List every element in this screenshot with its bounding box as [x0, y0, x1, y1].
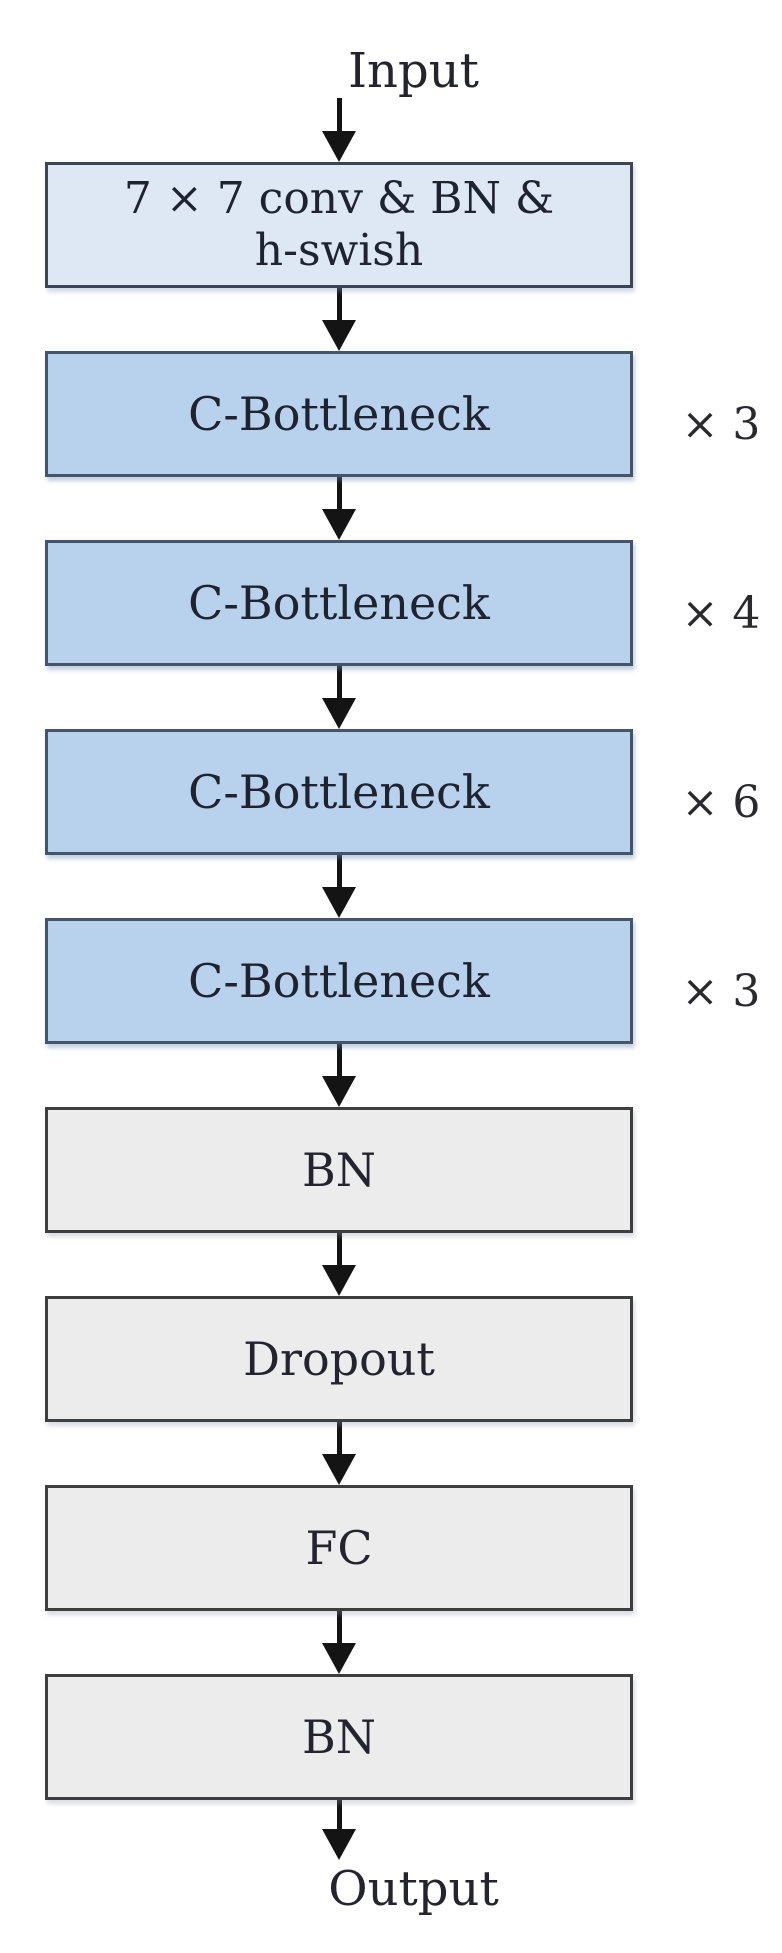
- node-conv-stem: 7 × 7 conv & BN & h-swish: [45, 162, 633, 288]
- node-dropout: Dropout: [45, 1296, 633, 1422]
- node-row-conv-stem: 7 × 7 conv & BN & h-swish: [0, 162, 782, 288]
- arrow-stem: [336, 477, 342, 509]
- input-label: Input: [348, 42, 479, 99]
- node-label: BN: [301, 1142, 377, 1197]
- node-label: C-Bottleneck: [188, 764, 490, 819]
- node-row-bn-2: BN: [0, 1674, 782, 1800]
- node-row-c-bottleneck-1: C-Bottleneck × 3: [0, 351, 782, 477]
- down-arrow: [322, 288, 356, 351]
- repeat-multiplier: × 3: [681, 965, 761, 1017]
- arrow-head-icon: [322, 698, 356, 729]
- arrow-head-icon: [322, 1454, 356, 1485]
- node-label-line1: 7 × 7 conv & BN &: [123, 173, 555, 225]
- node-row-c-bottleneck-4: C-Bottleneck × 3: [0, 918, 782, 1044]
- arrow-stem: [336, 1044, 342, 1076]
- output-label-row: Output: [0, 1860, 782, 1953]
- down-arrow: [322, 666, 356, 729]
- down-arrow: [322, 1233, 356, 1296]
- arrow-head-icon: [322, 1076, 356, 1107]
- node-label: C-Bottleneck: [188, 575, 490, 630]
- down-arrow: [322, 855, 356, 918]
- arrow-stem: [336, 288, 342, 320]
- node-bn-2: BN: [45, 1674, 633, 1800]
- node-label: Dropout: [243, 1331, 435, 1386]
- node-label: C-Bottleneck: [188, 386, 490, 441]
- repeat-multiplier: × 3: [681, 398, 761, 450]
- node-row-fc: FC: [0, 1485, 782, 1611]
- node-bn-1: BN: [45, 1107, 633, 1233]
- node-c-bottleneck-4: C-Bottleneck: [45, 918, 633, 1044]
- node-c-bottleneck-3: C-Bottleneck: [45, 729, 633, 855]
- arrow-head-icon: [322, 887, 356, 918]
- input-label-row: Input: [0, 0, 782, 98]
- arrow-head-icon: [322, 1643, 356, 1674]
- node-label-line2: h-swish: [254, 225, 424, 276]
- arrow-head-icon: [322, 131, 356, 162]
- node-c-bottleneck-2: C-Bottleneck: [45, 540, 633, 666]
- down-arrow: [322, 98, 356, 162]
- down-arrow: [322, 1800, 356, 1860]
- down-arrow: [322, 1422, 356, 1485]
- arrow-stem: [336, 1422, 342, 1454]
- repeat-multiplier: × 6: [681, 776, 761, 828]
- node-row-dropout: Dropout: [0, 1296, 782, 1422]
- arrow-stem: [336, 98, 342, 131]
- node-row-bn-1: BN: [0, 1107, 782, 1233]
- arrow-head-icon: [322, 1265, 356, 1296]
- arrow-stem: [336, 855, 342, 887]
- arrow-head-icon: [322, 320, 356, 351]
- arrow-stem: [336, 1611, 342, 1643]
- arrow-head-icon: [322, 509, 356, 540]
- down-arrow: [322, 477, 356, 540]
- node-label: FC: [305, 1520, 373, 1575]
- down-arrow: [322, 1044, 356, 1107]
- arrow-stem: [336, 666, 342, 698]
- arrow-head-icon: [322, 1829, 356, 1860]
- down-arrow: [322, 1611, 356, 1674]
- output-label: Output: [328, 1861, 499, 1917]
- node-label: BN: [301, 1709, 377, 1764]
- node-row-c-bottleneck-3: C-Bottleneck × 6: [0, 729, 782, 855]
- node-c-bottleneck-1: C-Bottleneck: [45, 351, 633, 477]
- node-row-c-bottleneck-2: C-Bottleneck × 4: [0, 540, 782, 666]
- node-fc: FC: [45, 1485, 633, 1611]
- repeat-multiplier: × 4: [681, 587, 761, 639]
- node-label: C-Bottleneck: [188, 953, 490, 1008]
- arrow-stem: [336, 1233, 342, 1265]
- arrow-stem: [336, 1800, 342, 1829]
